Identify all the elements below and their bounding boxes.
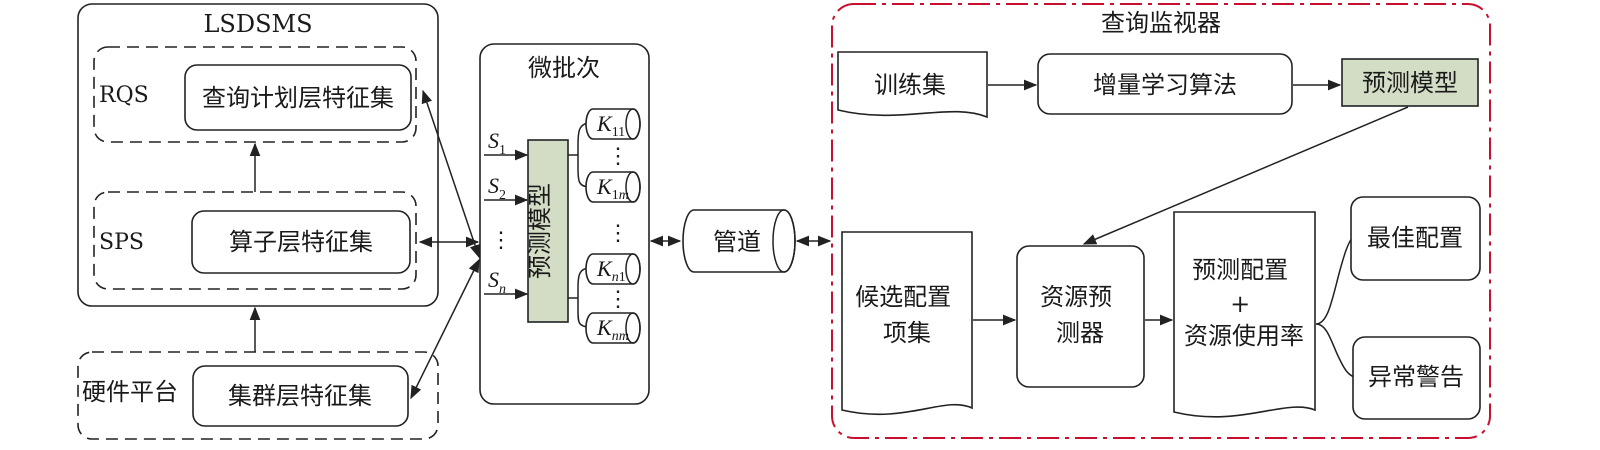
model-to-predictor-arrow [1082, 106, 1409, 245]
cluster-microbatch-arrow [410, 258, 480, 400]
candidate-set-doc[interactable] [841, 231, 973, 416]
anomaly-alert-label: 异常警告 [1368, 363, 1464, 391]
operator-feature-label: 算子层特征集 [229, 228, 373, 256]
kernel-k11[interactable]: K11 [585, 108, 641, 140]
stream-label-1: S1 [488, 128, 506, 158]
micro-batch-predict-model-label: 预测模型 [526, 183, 554, 279]
resource-predictor-box[interactable] [1016, 245, 1145, 388]
svg-text:Kn1: Kn1 [596, 256, 626, 285]
svg-text:管道: 管道 [713, 228, 761, 256]
monitor-predict-model[interactable] [1341, 58, 1479, 107]
incremental-algo-label: 增量学习算法 [1093, 71, 1237, 99]
svg-text:Knm: Knm [596, 315, 629, 344]
best-config-label: 最佳配置 [1367, 224, 1463, 252]
kernel-ellipsis-lower: ⋮ [607, 287, 629, 312]
query-monitor-title: 查询监视器 [1101, 9, 1221, 37]
prediction-result-doc[interactable] [1173, 211, 1316, 418]
stream-label-2: S2 [488, 173, 506, 203]
sps-label: SPS [99, 230, 144, 255]
cluster-feature-box[interactable] [192, 365, 409, 427]
upper-brace [568, 122, 591, 188]
kernel-ellipsis-middle: ⋮ [607, 221, 629, 246]
kernel-knm[interactable]: Knm [585, 312, 641, 344]
resource-predictor-label: 资源预 测器 [1040, 283, 1120, 347]
sps-group [93, 191, 417, 290]
anomaly-alert-box[interactable] [1352, 336, 1481, 420]
rqs-label: RQS [99, 83, 149, 108]
training-set-label: 训练集 [874, 71, 946, 99]
prediction-result-label: 预测配置 + 资源使用率 [1184, 256, 1304, 350]
kernel-kn1[interactable]: Kn1 [585, 253, 641, 285]
rqs-microbatch-arrow [421, 89, 481, 259]
candidate-set-label: 候选配置 项集 [855, 283, 959, 347]
query-plan-feature-box[interactable] [184, 64, 412, 131]
rqs-group [93, 46, 417, 143]
hardware-label: 硬件平台 [82, 378, 178, 406]
incremental-algo-box[interactable] [1037, 53, 1293, 115]
best-config-box[interactable] [1350, 196, 1481, 281]
query-plan-feature-label: 查询计划层特征集 [202, 84, 394, 112]
cluster-feature-label: 集群层特征集 [228, 382, 372, 410]
pipe-cylinder[interactable]: 管道 [682, 209, 796, 273]
kernel-ellipsis-upper: ⋮ [607, 144, 629, 169]
micro-batch-title: 微批次 [528, 54, 600, 82]
result-branch-lines [1315, 237, 1355, 378]
svg-text:K1m: K1m [596, 174, 629, 203]
stream-label-n: Sn [488, 267, 506, 297]
stream-ellipsis: ⋮ [490, 228, 512, 253]
kernel-k1m[interactable]: K1m [585, 171, 641, 203]
training-set-doc[interactable] [837, 51, 988, 119]
lsdsms-title: LSDSMS [203, 10, 312, 38]
lower-brace [568, 267, 591, 328]
monitor-predict-model-label: 预测模型 [1362, 69, 1458, 97]
operator-feature-box[interactable] [191, 210, 411, 274]
query-monitor-container [831, 3, 1491, 439]
svg-text:K11: K11 [596, 111, 625, 140]
micro-batch-predict-model[interactable] [527, 139, 569, 323]
